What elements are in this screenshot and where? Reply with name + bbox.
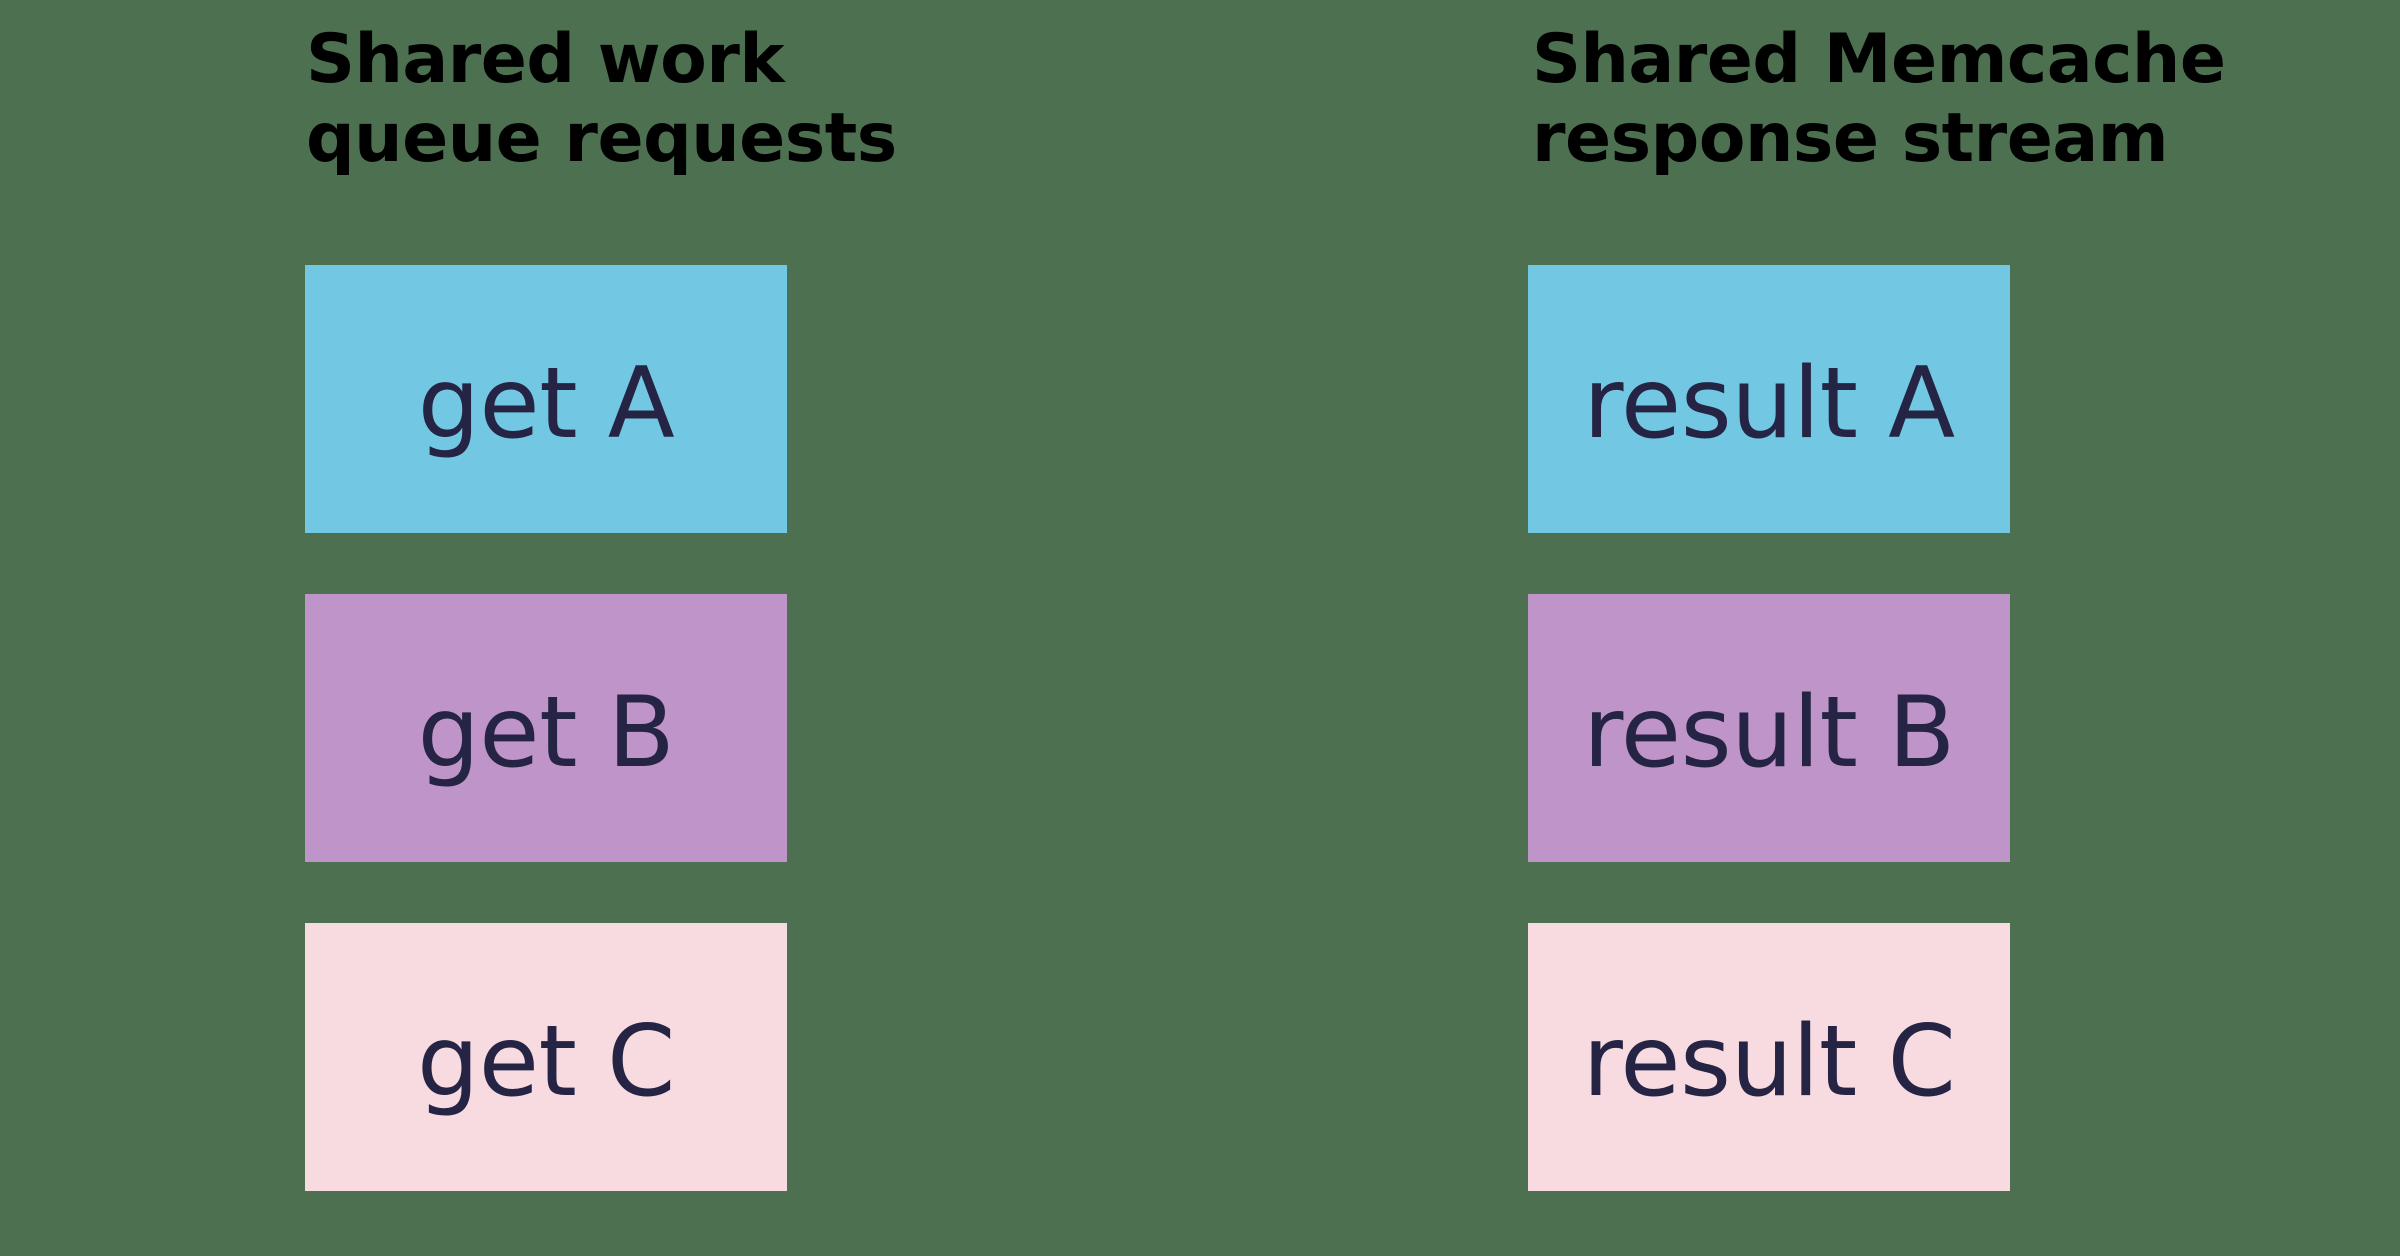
message-box-result-b[interactable]: result B [1528, 594, 2010, 862]
message-box-label: result A [1583, 347, 1955, 461]
message-box-label: result B [1583, 676, 1955, 790]
message-box-result-c[interactable]: result C [1528, 923, 2010, 1191]
column-heading-work-queue: Shared work queue requests [306, 20, 897, 178]
message-stack-work-queue: get A get B get C [305, 265, 787, 1191]
message-box-get-b[interactable]: get B [305, 594, 787, 862]
message-stack-memcache-response: result A result B result C [1528, 265, 2010, 1191]
message-box-label: get B [417, 676, 675, 790]
message-box-result-a[interactable]: result A [1528, 265, 2010, 533]
message-box-label: result C [1582, 1005, 1956, 1119]
message-box-label: get A [417, 347, 675, 461]
message-box-get-c[interactable]: get C [305, 923, 787, 1191]
column-heading-memcache-response: Shared Memcache response stream [1532, 20, 2226, 178]
message-box-label: get C [416, 1005, 676, 1119]
message-box-get-a[interactable]: get A [305, 265, 787, 533]
